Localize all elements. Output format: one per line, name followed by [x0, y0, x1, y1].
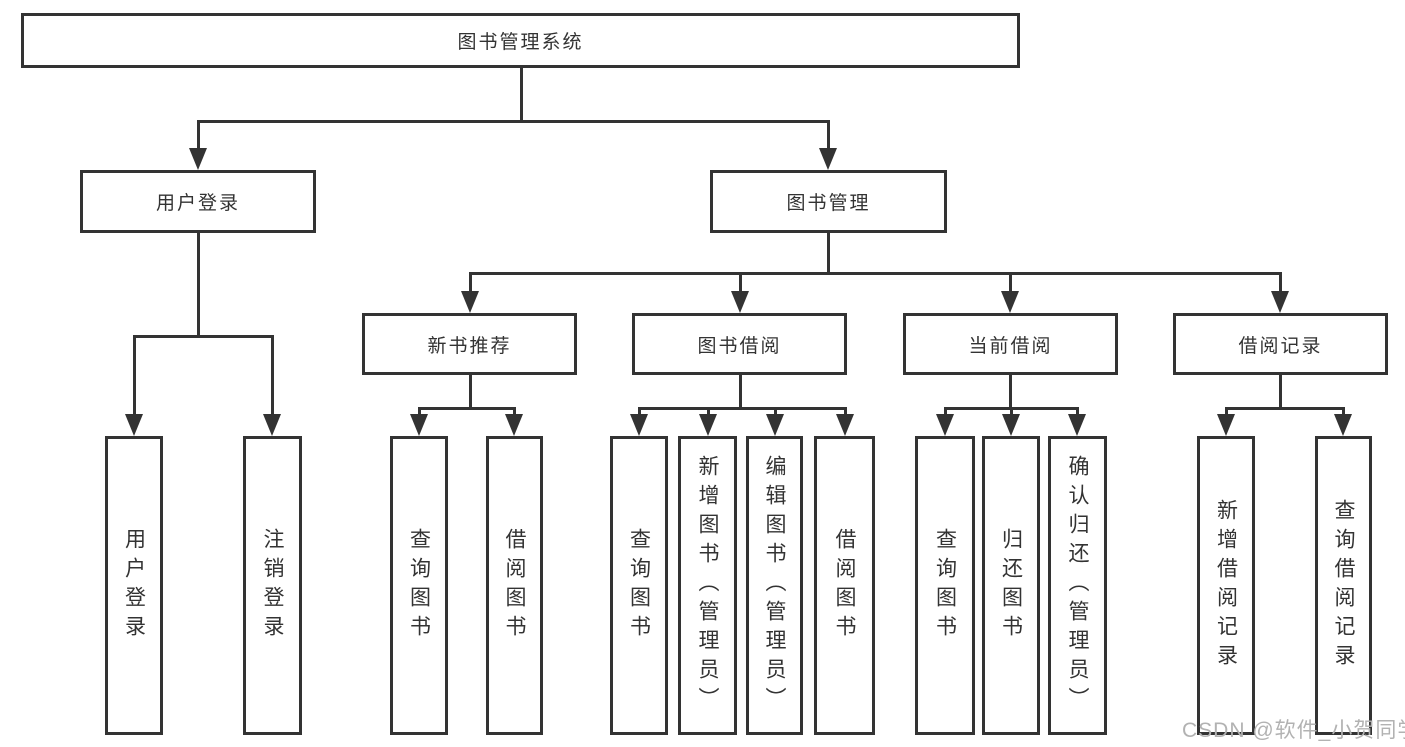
node-label-br-add-record: 新增借阅记录 [1214, 498, 1238, 673]
node-label-root: 图书管理系统 [457, 32, 584, 53]
arrowhead-down-icon [505, 414, 523, 436]
arrowhead-down-icon [699, 414, 717, 436]
node-user-login-leaf: 用户登录 [105, 436, 163, 735]
arrowhead-down-icon [936, 414, 954, 436]
arrowhead-down-icon [1271, 291, 1289, 313]
arrowhead-down-icon [1334, 414, 1352, 436]
arrowhead-down-icon [1002, 414, 1020, 436]
node-book-borrowing: 图书借阅 [632, 313, 847, 375]
connector-bar [133, 335, 274, 338]
connector-stem [739, 375, 742, 407]
connector-bar [197, 120, 830, 123]
arrowhead-down-icon [410, 414, 428, 436]
arrowhead-down-icon [731, 291, 749, 313]
node-label-logout-leaf: 注销登录 [261, 527, 284, 644]
connector-drop [1225, 407, 1228, 416]
connector-drop [944, 407, 947, 416]
node-bb-query-books: 查询图书 [610, 436, 668, 735]
connector-drop [1076, 407, 1079, 416]
connector-bar [638, 407, 847, 410]
arrowhead-down-icon [630, 414, 648, 436]
node-label-cb-confirm-return-admin: 确认归还（管理员） [1066, 455, 1089, 716]
node-br-add-record: 新增借阅记录 [1197, 436, 1255, 735]
connector-stem [827, 233, 830, 272]
connector-stem [197, 233, 200, 335]
connector-drop [133, 335, 136, 416]
node-label-cb-return-books: 归还图书 [999, 527, 1023, 644]
arrowhead-down-icon [1001, 291, 1019, 313]
node-bb-borrow-books: 借阅图书 [814, 436, 875, 735]
node-label-br-query-record: 查询借阅记录 [1332, 498, 1355, 673]
connector-drop [469, 272, 472, 293]
arrowhead-down-icon [125, 414, 143, 436]
node-label-nbr-borrow-books: 借阅图书 [503, 527, 526, 644]
arrowhead-down-icon [1217, 414, 1235, 436]
connector-drop [1010, 407, 1013, 416]
node-bb-edit-books-admin: 编辑图书（管理员） [746, 436, 803, 735]
node-nbr-query-books: 查询图书 [390, 436, 448, 735]
connector-drop [739, 272, 742, 293]
connector-drop [1279, 272, 1282, 293]
node-label-user-login: 用户登录 [155, 193, 240, 214]
connector-bar [1225, 407, 1345, 410]
connector-drop [844, 407, 847, 416]
connector-drop [774, 407, 777, 416]
node-label-book-borrowing: 图书借阅 [697, 335, 782, 357]
connector-stem [1009, 375, 1012, 407]
node-cb-return-books: 归还图书 [982, 436, 1040, 735]
node-label-book-management: 图书管理 [786, 193, 871, 214]
node-bb-add-books-admin: 新增图书（管理员） [678, 436, 737, 735]
connector-drop [271, 335, 274, 416]
node-borrowing-records: 借阅记录 [1173, 313, 1388, 375]
node-label-bb-query-books: 查询图书 [627, 527, 651, 644]
connector-drop [197, 120, 200, 150]
connector-drop [638, 407, 641, 416]
connector-stem [469, 375, 472, 407]
node-root: 图书管理系统 [21, 13, 1020, 68]
connector-bar [418, 407, 516, 410]
arrowhead-down-icon [766, 414, 784, 436]
node-label-cb-query-books: 查询图书 [933, 527, 957, 644]
connector-bar [469, 272, 1282, 275]
node-user-login: 用户登录 [80, 170, 316, 233]
connector-stem [1279, 375, 1282, 407]
arrowhead-down-icon [1068, 414, 1086, 436]
arrowhead-down-icon [461, 291, 479, 313]
arrowhead-down-icon [836, 414, 854, 436]
connector-stem [520, 68, 523, 120]
node-label-current-borrowing: 当前借阅 [968, 335, 1053, 357]
watermark: CSDN @软件_小贺同学 [1182, 719, 1405, 742]
node-label-bb-borrow-books: 借阅图书 [833, 527, 856, 644]
node-label-bb-add-books-admin: 新增图书（管理员） [696, 455, 719, 716]
node-label-new-book-recommend: 新书推荐 [427, 335, 512, 357]
connector-drop [1342, 407, 1345, 416]
node-current-borrowing: 当前借阅 [903, 313, 1118, 375]
node-logout-leaf: 注销登录 [243, 436, 302, 735]
arrowhead-down-icon [189, 148, 207, 170]
node-label-user-login-leaf: 用户登录 [122, 527, 146, 644]
connector-drop [827, 120, 830, 150]
node-nbr-borrow-books: 借阅图书 [486, 436, 543, 735]
node-label-borrowing-records: 借阅记录 [1238, 335, 1323, 357]
arrowhead-down-icon [263, 414, 281, 436]
arrowhead-down-icon [819, 148, 837, 170]
node-label-nbr-query-books: 查询图书 [407, 527, 431, 644]
connector-drop [707, 407, 710, 416]
connector-drop [513, 407, 516, 416]
node-new-book-recommend: 新书推荐 [362, 313, 577, 375]
node-label-bb-edit-books-admin: 编辑图书（管理员） [763, 455, 786, 716]
node-cb-confirm-return-admin: 确认归还（管理员） [1048, 436, 1107, 735]
node-br-query-record: 查询借阅记录 [1315, 436, 1372, 735]
connector-drop [1009, 272, 1012, 293]
node-book-management: 图书管理 [710, 170, 947, 233]
node-cb-query-books: 查询图书 [915, 436, 975, 735]
connector-drop [418, 407, 421, 416]
